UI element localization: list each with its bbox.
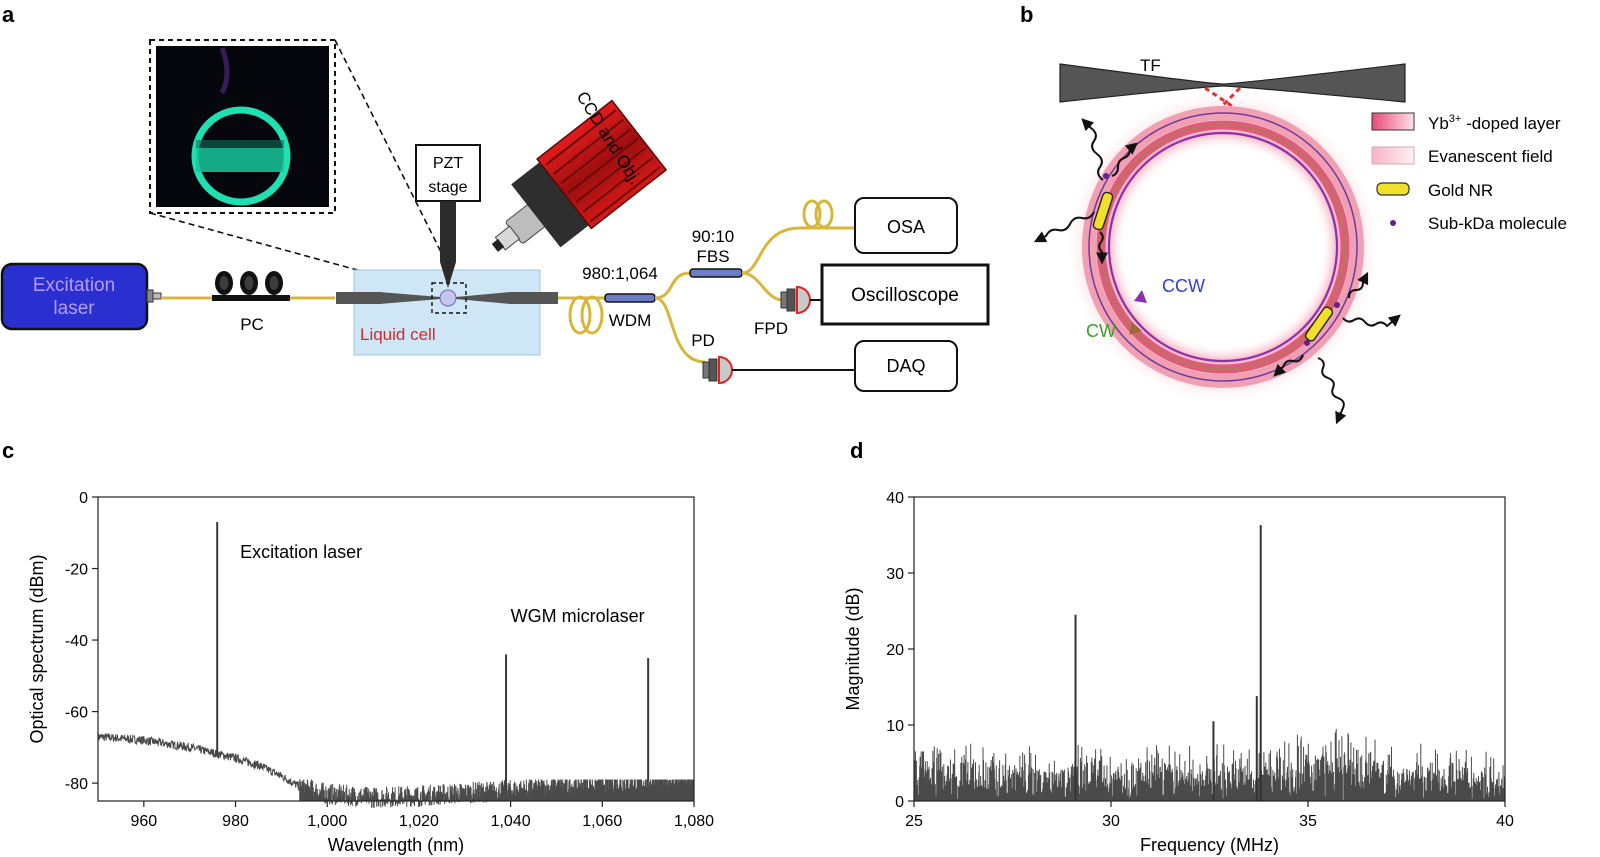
y-tick-label: -60	[65, 705, 88, 722]
x-axis-label: Wavelength (nm)	[328, 835, 464, 855]
fbs-ratio-label: 90:10	[692, 227, 735, 246]
x-tick-label: 35	[1299, 813, 1317, 830]
microscope-inset	[149, 39, 336, 214]
y-axis-label: Optical spectrum (dBm)	[27, 554, 47, 743]
legend-swatch-yb	[1371, 112, 1415, 131]
legend: Yb3+ -doped layer Evanescent field Gold …	[1371, 112, 1567, 233]
x-tick-label: 980	[222, 813, 249, 830]
osa-label: OSA	[887, 217, 925, 237]
panel-letter-c: c	[2, 438, 14, 463]
oscilloscope-box	[820, 263, 990, 326]
wdm-ratio-label: 980:1,064	[582, 264, 658, 283]
y-tick-label: -20	[65, 562, 88, 579]
zoom-line-right	[334, 39, 456, 281]
cw-arrow-icon	[1129, 322, 1142, 335]
pd-detector-icon	[702, 355, 733, 385]
oscilloscope-label: Oscilloscope	[851, 285, 959, 306]
molecule-dot	[1103, 173, 1109, 179]
ccw-arrow-icon	[1134, 290, 1147, 303]
x-tick-label: 1,080	[674, 813, 714, 830]
polarization-controller-icon	[212, 271, 290, 301]
pd-label: PD	[691, 331, 715, 350]
wdm-coupler-icon	[604, 293, 656, 303]
microsphere-image	[191, 106, 291, 206]
legend-molecule: Sub-kDa molecule	[1428, 214, 1567, 233]
fpd-detector-icon	[780, 285, 811, 315]
y-axis-label: Magnitude (dB)	[843, 587, 863, 710]
x-tick-label: 1,000	[307, 813, 347, 830]
tf-label: TF	[1140, 56, 1161, 75]
fiber-connector-icon	[146, 289, 162, 303]
y-tick-label: 0	[79, 490, 88, 507]
y-tick-label: 20	[886, 642, 904, 659]
plot-frame	[913, 496, 1506, 802]
plot-frame	[97, 496, 695, 802]
legend-gold-nr: Gold NR	[1428, 181, 1493, 200]
molecule-dot	[1334, 302, 1340, 308]
pc-label: PC	[240, 315, 264, 334]
evanescent-glow	[1065, 89, 1381, 405]
panel-letter-a: a	[2, 2, 15, 27]
tapered-fiber-right	[456, 292, 558, 304]
y-tick-label: -40	[65, 633, 88, 650]
osa-box	[854, 197, 958, 254]
pzt-stage: PZT stage	[415, 144, 481, 288]
x-tick-label: 1,040	[491, 813, 531, 830]
microsphere	[439, 289, 457, 307]
daq-label: DAQ	[886, 356, 925, 376]
y-tick-label: -80	[65, 776, 88, 793]
legend-evanescent: Evanescent field	[1428, 147, 1553, 166]
pzt-label-2: stage	[428, 179, 467, 196]
scattering-wave-icons	[1033, 118, 1401, 425]
peak-annotation: WGM microlaser	[511, 606, 645, 626]
legend-swatch-molecule	[1390, 220, 1396, 226]
fbs-label: FBS	[696, 247, 729, 266]
panel-a: a Excitation laser	[0, 2, 990, 392]
y-tick-label: 0	[895, 794, 904, 811]
peak-annotation: Excitation laser	[240, 542, 362, 562]
fbs-coupler-icon	[689, 268, 743, 278]
tapered-fiber-tf	[1059, 63, 1406, 103]
panel-letter-b: b	[1020, 2, 1033, 27]
molecule-dot	[1304, 340, 1310, 346]
tapered-fiber-left	[336, 292, 440, 304]
pzt-label-1: PZT	[433, 155, 463, 172]
panel-b: b TF CCW CW	[1020, 2, 1567, 425]
fpd-label: FPD	[754, 319, 788, 338]
legend-yb-doped-layer: Yb3+ -doped layer	[1428, 113, 1561, 133]
ccd-camera-icon	[491, 99, 668, 252]
x-tick-label: 960	[130, 813, 157, 830]
legend-swatch-gold-nr	[1376, 182, 1410, 196]
x-tick-label: 30	[1102, 813, 1120, 830]
y-tick-label: 30	[886, 566, 904, 583]
x-tick-label: 25	[905, 813, 923, 830]
excitation-laser-label-2: laser	[53, 298, 95, 319]
legend-swatch-evanescent	[1371, 146, 1415, 165]
y-tick-label: 40	[886, 490, 904, 507]
x-tick-label: 1,020	[399, 813, 439, 830]
x-tick-label: 1,060	[582, 813, 622, 830]
spectrum-trace	[97, 732, 695, 808]
wdm-label: WDM	[609, 311, 651, 330]
excitation-laser-box: Excitation laser	[0, 262, 149, 331]
ccw-label: CCW	[1162, 276, 1205, 296]
gold-nanorod	[1304, 306, 1334, 342]
liquid-cell-label: Liquid cell	[360, 325, 436, 344]
excitation-laser-label-1: Excitation	[33, 275, 115, 296]
panel-letter-d: d	[850, 438, 863, 463]
fiber-coil-icon	[568, 295, 592, 335]
x-axis-label: Frequency (MHz)	[1140, 835, 1279, 855]
rf-trace	[913, 729, 1505, 801]
cw-label: CW	[1086, 321, 1116, 341]
x-tick-label: 40	[1496, 813, 1514, 830]
y-tick-label: 10	[886, 718, 904, 735]
daq-box	[854, 340, 958, 392]
gold-nanorod	[1092, 191, 1114, 231]
